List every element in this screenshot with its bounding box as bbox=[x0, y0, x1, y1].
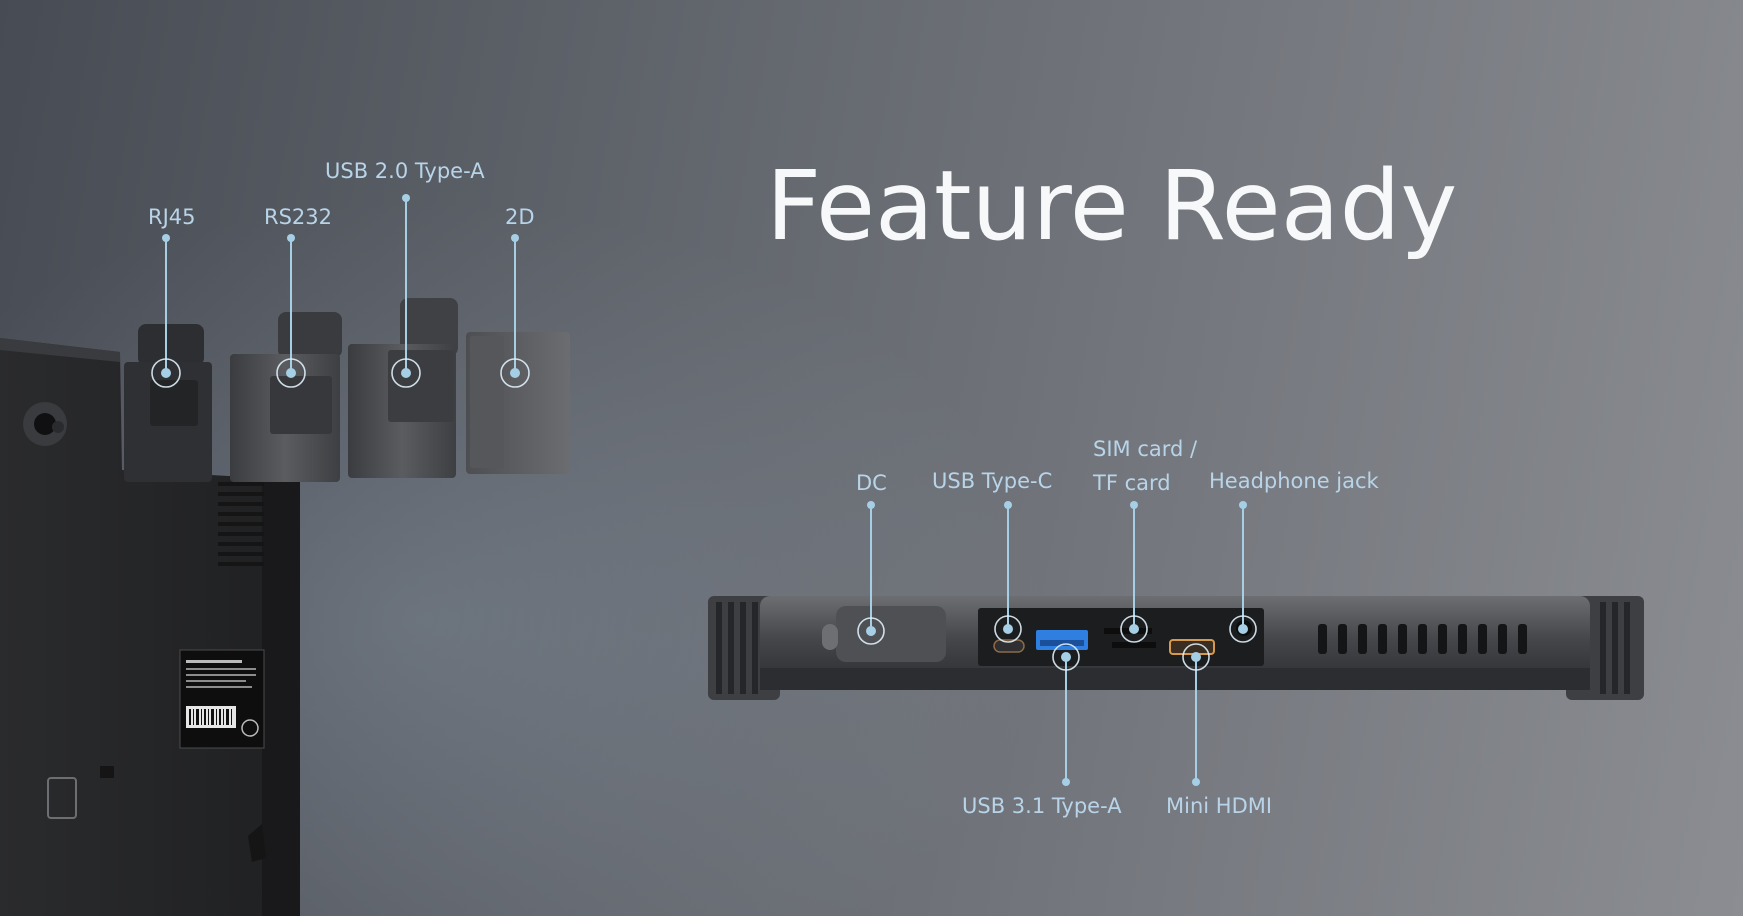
label-rs232: RS232 bbox=[264, 205, 333, 229]
label-headphone-jack: Headphone jack bbox=[1209, 469, 1379, 493]
port-leader-lines bbox=[857, 501, 1257, 786]
label-sim-tf-card: SIM card / TF card bbox=[1093, 437, 1198, 495]
label-usb-2-0-type-a: USB 2.0 Type-A bbox=[325, 159, 485, 183]
expansion-modules bbox=[124, 298, 570, 482]
label-dc: DC bbox=[856, 471, 887, 495]
tablet-side-edge bbox=[708, 596, 1644, 700]
label-mini-hdmi: Mini HDMI bbox=[1166, 794, 1273, 818]
label-2d-scanner: 2D bbox=[505, 205, 535, 229]
module-leader-lines bbox=[151, 194, 530, 388]
headline: Feature Ready bbox=[766, 150, 1458, 262]
label-rj45: RJ45 bbox=[148, 205, 196, 229]
tablet-back bbox=[0, 338, 300, 916]
label-usb-type-c: USB Type-C bbox=[932, 469, 1053, 493]
label-usb-3-1-type-a: USB 3.1 Type-A bbox=[962, 794, 1122, 818]
